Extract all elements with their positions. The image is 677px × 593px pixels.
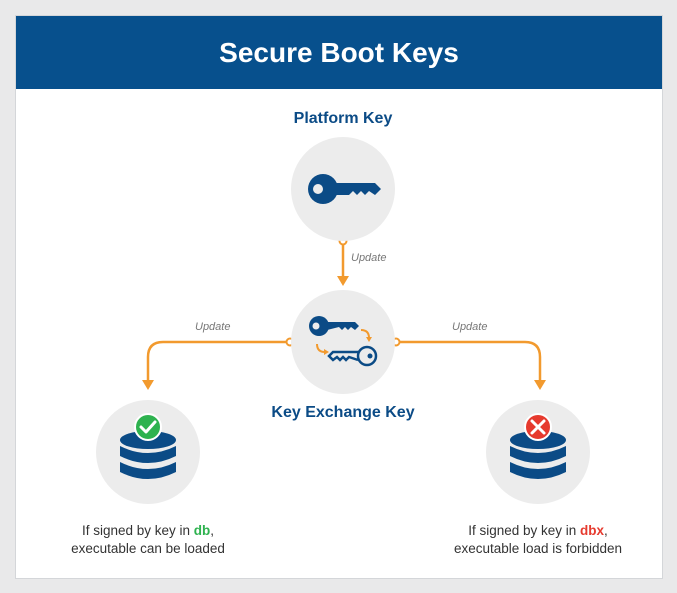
db-node xyxy=(96,400,200,504)
database-icon xyxy=(510,413,566,479)
db-caption: If signed by key in db, executable can b… xyxy=(48,522,248,558)
db-caption-line2: executable can be loaded xyxy=(71,541,225,556)
database-icon xyxy=(120,413,176,479)
key-exchange-key-title: Key Exchange Key xyxy=(271,404,415,421)
update-label-pk-kek: Update xyxy=(351,252,387,264)
arrow-kek-to-dbx xyxy=(391,337,546,390)
arrow-pk-to-kek xyxy=(337,236,349,286)
dbx-node xyxy=(486,400,590,504)
update-label-kek-db: Update xyxy=(195,321,231,333)
dbx-caption-line2: executable load is forbidden xyxy=(453,541,623,556)
dbx-caption-suffix: , xyxy=(604,523,608,538)
arrow-kek-to-db xyxy=(142,337,295,390)
db-caption-suffix: , xyxy=(210,523,215,538)
key-exchange-icon xyxy=(309,316,378,367)
dbx-caption-prefix: If signed by key in xyxy=(468,523,581,538)
key-exchange-key-node xyxy=(291,290,395,394)
db-caption-prefix: If signed by key in xyxy=(81,523,194,538)
platform-key-node xyxy=(291,137,395,241)
page-title: Secure Boot Keys xyxy=(219,36,459,68)
db-keyword: db xyxy=(193,523,211,538)
dbx-caption: If signed by key in dbx, executable load… xyxy=(438,522,638,558)
dbx-keyword: dbx xyxy=(580,523,605,538)
update-label-kek-dbx: Update xyxy=(452,321,488,333)
platform-key-title: Platform Key xyxy=(293,110,393,127)
title-banner: Secure Boot Keys xyxy=(16,16,662,89)
key-icon xyxy=(308,174,381,204)
check-icon xyxy=(134,413,162,441)
cross-icon xyxy=(524,413,552,441)
